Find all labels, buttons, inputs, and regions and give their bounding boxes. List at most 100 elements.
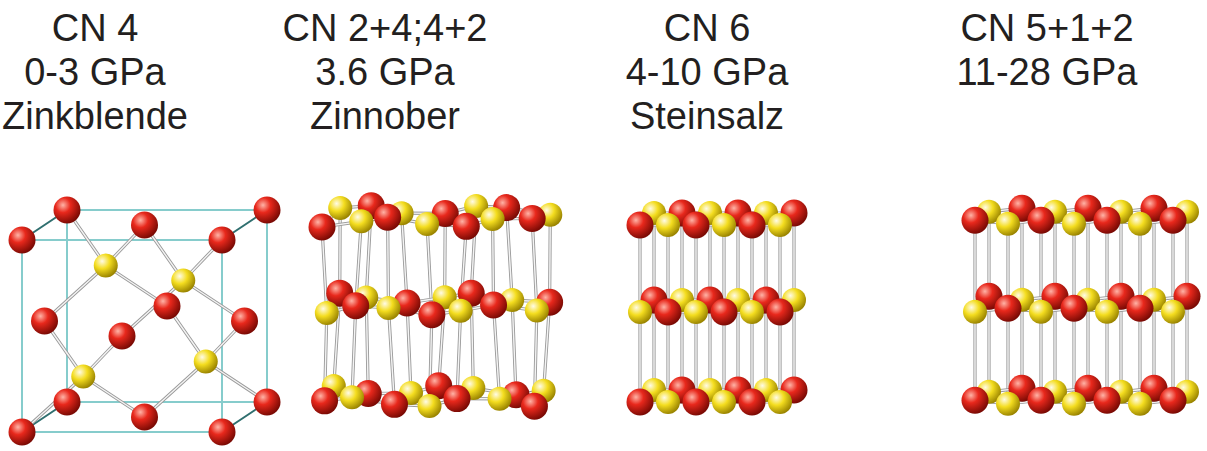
anion-sphere	[9, 227, 36, 254]
anion-sphere	[209, 419, 236, 446]
cation-sphere	[1062, 392, 1086, 416]
structure-name: Zinkblende	[2, 94, 188, 138]
pressure-range: 4-10 GPa	[626, 50, 789, 94]
unit-cell-edge	[67, 209, 267, 211]
unit-cell-edge	[266, 210, 268, 402]
cation-sphere	[684, 300, 708, 324]
bond-line	[407, 303, 411, 393]
coordination-number: CN 4	[52, 6, 139, 50]
cation-sphere	[656, 390, 680, 414]
anion-sphere	[519, 205, 546, 232]
anion-sphere	[521, 393, 548, 420]
cation-sphere	[94, 254, 118, 278]
anion-sphere	[1160, 207, 1187, 234]
anion-sphere	[254, 197, 281, 224]
anion-sphere	[711, 299, 738, 326]
cation-sphere	[996, 392, 1020, 416]
cation-sphere	[1128, 212, 1152, 236]
unit-cell-edge	[22, 431, 222, 433]
cation-sphere	[768, 213, 792, 237]
cation-sphere	[628, 300, 652, 324]
bond-line	[407, 303, 411, 393]
bond-line	[507, 208, 513, 300]
cation-sphere	[996, 212, 1020, 236]
cation-sphere	[1128, 392, 1152, 416]
anion-sphere	[1160, 387, 1187, 414]
anion-sphere	[444, 385, 471, 412]
bond-line	[974, 220, 975, 312]
bond-line	[494, 305, 500, 399]
structure-name: Steinsalz	[630, 94, 784, 138]
cation-sphere	[1161, 300, 1185, 324]
bond-line	[532, 218, 537, 310]
anion-sphere	[1028, 387, 1055, 414]
cation-sphere	[71, 365, 95, 389]
cation-sphere	[963, 300, 987, 324]
anion-sphere	[683, 389, 710, 416]
bond-line	[388, 308, 394, 404]
cation-sphere	[194, 350, 218, 374]
anion-sphere	[655, 299, 682, 326]
anion-sphere	[31, 308, 58, 335]
cation-sphere	[418, 394, 442, 418]
cation-sphere	[315, 301, 339, 325]
cation-sphere	[656, 213, 680, 237]
cation-sphere	[376, 296, 400, 320]
bond-line	[388, 308, 394, 404]
anion-sphere	[962, 207, 989, 234]
anion-sphere	[418, 301, 445, 328]
anion-sphere	[231, 308, 258, 335]
anion-sphere	[995, 295, 1022, 322]
cation-sphere	[525, 299, 549, 323]
unit-cell-edge	[21, 240, 23, 432]
bond-line	[1185, 296, 1188, 392]
coordination-number: CN 2+4;4+2	[283, 6, 488, 50]
bond-line	[507, 208, 513, 300]
anion-sphere	[1061, 295, 1088, 322]
bond-line	[352, 306, 356, 398]
cation-sphere	[712, 390, 736, 414]
anion-sphere	[962, 387, 989, 414]
unit-cell-edge	[66, 210, 68, 402]
unit-cell-edge	[221, 240, 223, 432]
anion-sphere	[9, 419, 36, 446]
bond-line	[352, 306, 356, 398]
atoms	[9, 192, 1201, 445]
cation-sphere	[449, 299, 473, 323]
cation-sphere	[349, 209, 373, 233]
anion-sphere	[374, 204, 401, 231]
anion-sphere	[381, 391, 408, 418]
cation-sphere	[488, 387, 512, 411]
coordination-number: CN 5+1+2	[960, 6, 1133, 50]
bond-line	[386, 217, 390, 308]
bond-line	[387, 217, 389, 308]
coordination-number: CN 6	[664, 6, 751, 50]
bond-lines	[22, 206, 1187, 432]
anion-sphere	[54, 389, 81, 416]
cation-sphere	[1095, 300, 1119, 324]
anion-sphere	[1094, 207, 1121, 234]
cation-sphere	[1029, 300, 1053, 324]
anion-sphere	[739, 212, 766, 239]
anion-sphere	[131, 404, 158, 431]
cation-sphere	[415, 212, 439, 236]
anion-sphere	[627, 389, 654, 416]
anion-sphere	[109, 323, 136, 350]
bond-line	[494, 305, 500, 399]
anion-sphere	[1127, 295, 1154, 322]
pressure-range: 3.6 GPa	[315, 50, 454, 94]
anion-sphere	[209, 227, 236, 254]
cation-sphere	[768, 390, 792, 414]
bond-line	[1186, 296, 1187, 392]
anion-sphere	[54, 197, 81, 224]
anion-sphere	[627, 212, 654, 239]
cation-sphere	[740, 300, 764, 324]
pressure-range: 0-3 GPa	[24, 50, 166, 94]
anion-sphere	[131, 212, 158, 239]
pressure-range: 11-28 GPa	[957, 50, 1138, 94]
cation-sphere	[328, 196, 352, 220]
structure-name: Zinnober	[310, 94, 460, 138]
unit-cell-edge	[67, 401, 267, 403]
anion-sphere	[254, 389, 281, 416]
